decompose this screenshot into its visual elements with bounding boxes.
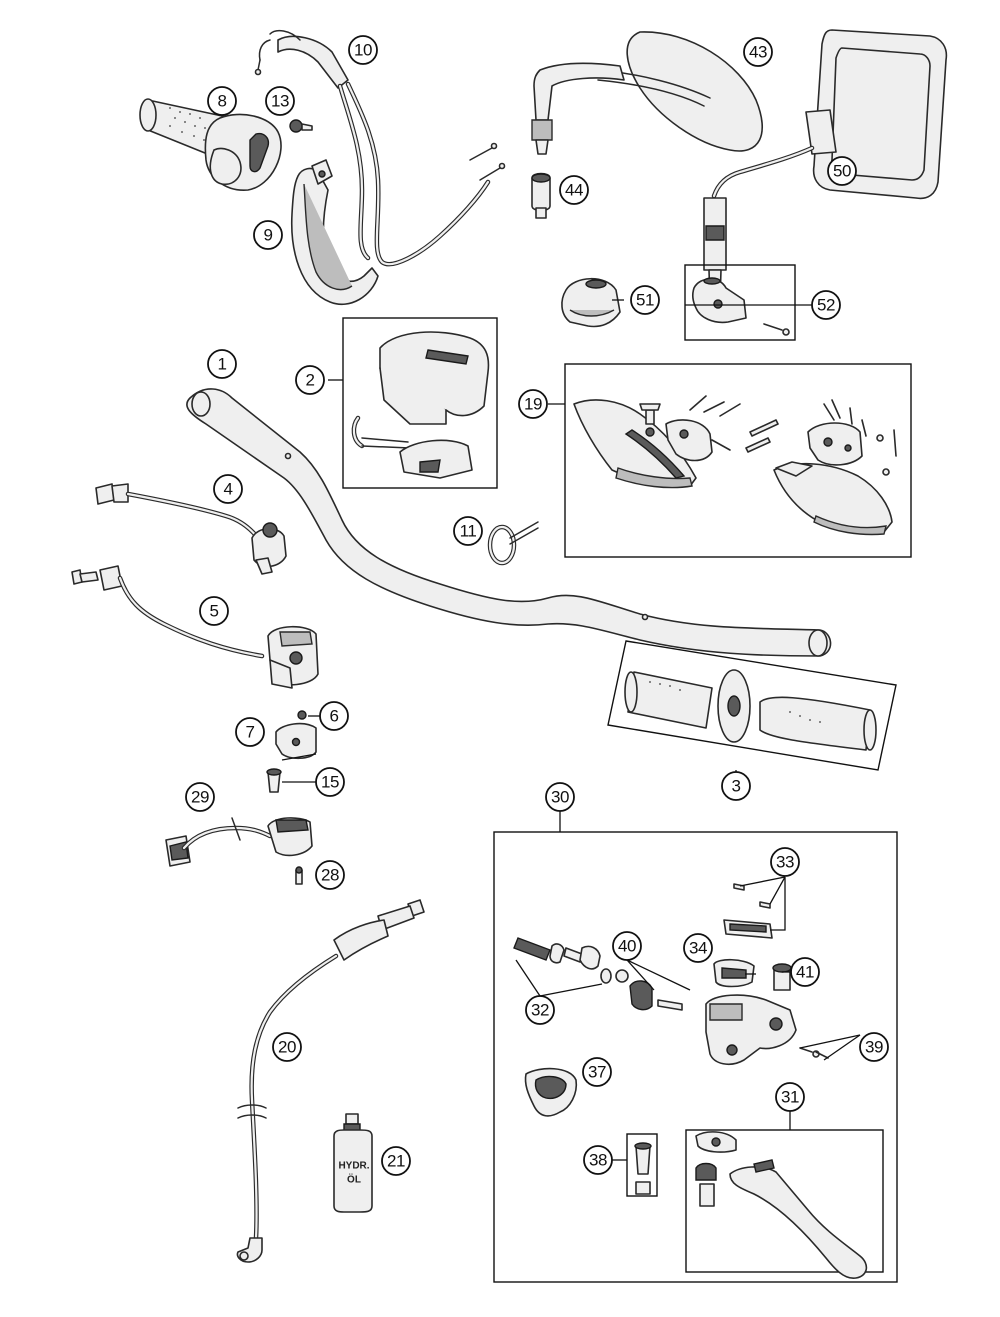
callout-number: 44 bbox=[565, 181, 583, 200]
callout-50: 50 bbox=[827, 156, 857, 186]
callout-20: 20 bbox=[272, 1032, 302, 1062]
callout-number: 4 bbox=[224, 480, 233, 499]
bottle-label-line1: HYDR. bbox=[338, 1161, 369, 1172]
callout-3: 3 bbox=[721, 771, 751, 801]
callout-11: 11 bbox=[453, 516, 483, 546]
bottle-label-line2: ÖL bbox=[347, 1173, 361, 1186]
callout-38: 38 bbox=[583, 1145, 613, 1175]
mirror-clamp-set-52 bbox=[684, 264, 796, 341]
callout-5: 5 bbox=[199, 596, 229, 626]
callout-number: 34 bbox=[689, 939, 707, 958]
callout-number: 6 bbox=[330, 707, 339, 726]
callout-4: 4 bbox=[213, 474, 243, 504]
master-cylinder-set-30 bbox=[493, 831, 898, 1283]
callout-number: 51 bbox=[636, 291, 654, 310]
callout-44: 44 bbox=[559, 175, 589, 205]
callout-41: 41 bbox=[790, 957, 820, 987]
screw-13-part bbox=[289, 119, 313, 133]
callout-43: 43 bbox=[743, 37, 773, 67]
callout-6: 6 bbox=[319, 701, 349, 731]
hydraulic-oil-bottle-21-part: HYDR. ÖL bbox=[333, 1113, 373, 1213]
callout-52: 52 bbox=[811, 290, 841, 320]
callout-51: 51 bbox=[630, 285, 660, 315]
callout-number: 8 bbox=[218, 92, 227, 111]
hydraulic-hose-20-part bbox=[236, 899, 425, 1263]
callout-39: 39 bbox=[859, 1032, 889, 1062]
callout-number: 1 bbox=[218, 355, 227, 374]
switch-5-part bbox=[71, 565, 319, 689]
callout-number: 50 bbox=[833, 162, 851, 181]
callout-7: 7 bbox=[235, 717, 265, 747]
callout-10: 10 bbox=[348, 35, 378, 65]
callout-number: 32 bbox=[531, 1001, 549, 1020]
callout-number: 37 bbox=[588, 1063, 606, 1082]
callout-37: 37 bbox=[582, 1057, 612, 1087]
callout-number: 38 bbox=[589, 1151, 607, 1170]
callout-1: 1 bbox=[207, 349, 237, 379]
callout-number: 7 bbox=[246, 723, 255, 742]
grip-set-3 bbox=[607, 640, 897, 771]
callout-19: 19 bbox=[518, 389, 548, 419]
callout-number: 20 bbox=[278, 1038, 296, 1057]
callout-number: 11 bbox=[460, 522, 477, 541]
callout-number: 3 bbox=[732, 777, 741, 796]
callout-number: 28 bbox=[321, 866, 339, 885]
mirror-50-part bbox=[703, 29, 948, 303]
callout-number: 43 bbox=[749, 43, 767, 62]
callout-15: 15 bbox=[315, 767, 345, 797]
callout-30: 30 bbox=[545, 782, 575, 812]
callout-number: 41 bbox=[796, 963, 814, 982]
callout-number: 21 bbox=[387, 1152, 405, 1171]
callout-32: 32 bbox=[525, 995, 555, 1025]
callout-9: 9 bbox=[253, 220, 283, 250]
callout-number: 52 bbox=[817, 296, 835, 315]
callout-2: 2 bbox=[295, 365, 325, 395]
callout-number: 15 bbox=[321, 773, 339, 792]
callout-number: 29 bbox=[191, 788, 209, 807]
callout-number: 39 bbox=[865, 1038, 883, 1057]
mirror-43-part bbox=[531, 31, 764, 155]
handlebar-part bbox=[186, 388, 832, 657]
throttle-grip-part bbox=[139, 98, 282, 191]
callout-28: 28 bbox=[315, 860, 345, 890]
callout-number: 13 bbox=[271, 92, 289, 111]
callout-number: 40 bbox=[618, 937, 636, 956]
callout-number: 33 bbox=[776, 853, 794, 872]
switch-29-part bbox=[165, 817, 313, 885]
throttle-cable-part bbox=[254, 29, 506, 267]
callout-31: 31 bbox=[775, 1082, 805, 1112]
callout-number: 30 bbox=[551, 788, 569, 807]
cable-tie-11-part bbox=[487, 521, 539, 566]
clamp-51-part bbox=[561, 278, 621, 328]
callout-number: 9 bbox=[264, 226, 273, 245]
adapter-44-part bbox=[531, 172, 551, 219]
callout-number: 31 bbox=[781, 1088, 799, 1107]
callout-number: 19 bbox=[524, 395, 542, 414]
callout-33: 33 bbox=[770, 847, 800, 877]
callout-21: 21 bbox=[381, 1146, 411, 1176]
callout-number: 5 bbox=[210, 602, 219, 621]
callout-34: 34 bbox=[683, 933, 713, 963]
cable-guide-part bbox=[290, 159, 379, 306]
switch-4-part bbox=[95, 483, 287, 575]
callout-13: 13 bbox=[265, 86, 295, 116]
callout-number: 2 bbox=[306, 371, 315, 390]
callout-number: 10 bbox=[354, 41, 372, 60]
callout-40: 40 bbox=[612, 931, 642, 961]
hand-guard-set-19 bbox=[564, 363, 912, 558]
callout-29: 29 bbox=[185, 782, 215, 812]
clamp-7-part bbox=[266, 710, 317, 793]
callout-8: 8 bbox=[207, 86, 237, 116]
handlebar-pad-set-2 bbox=[342, 317, 498, 489]
